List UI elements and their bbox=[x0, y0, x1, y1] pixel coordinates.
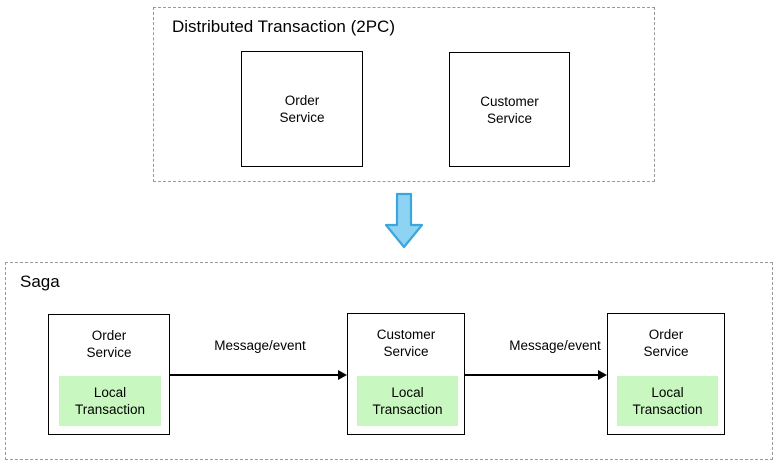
local-transaction-block: Local Transaction bbox=[59, 376, 161, 426]
connector-label-message-event-1: Message/event bbox=[214, 338, 306, 353]
saga-group-title: Saga bbox=[20, 272, 60, 291]
service-box-customer-service-2pc[interactable]: Customer Service bbox=[449, 52, 570, 167]
down-arrow-icon bbox=[383, 192, 425, 255]
service-box-customer-service-saga[interactable]: Customer Service Local Transaction bbox=[347, 313, 465, 435]
distributed-transaction-group bbox=[153, 7, 655, 182]
service-box-label: Order Service bbox=[86, 328, 132, 360]
distributed-transaction-group-title: Distributed Transaction (2PC) bbox=[172, 17, 395, 36]
service-box-label: Customer Service bbox=[480, 93, 539, 126]
service-box-label: Order Service bbox=[643, 327, 689, 359]
local-transaction-block: Local Transaction bbox=[357, 376, 458, 426]
service-box-order-service-2pc[interactable]: Order Service bbox=[241, 51, 363, 167]
service-box-order-service-saga-1[interactable]: Order Service Local Transaction bbox=[48, 314, 170, 435]
saga-group bbox=[5, 262, 773, 460]
service-box-order-service-saga-2[interactable]: Order Service Local Transaction bbox=[607, 313, 725, 435]
connector-label-message-event-2: Message/event bbox=[509, 338, 601, 353]
service-box-label: Customer Service bbox=[376, 327, 436, 359]
service-box-label: Order Service bbox=[279, 93, 325, 125]
local-transaction-block: Local Transaction bbox=[617, 376, 718, 426]
